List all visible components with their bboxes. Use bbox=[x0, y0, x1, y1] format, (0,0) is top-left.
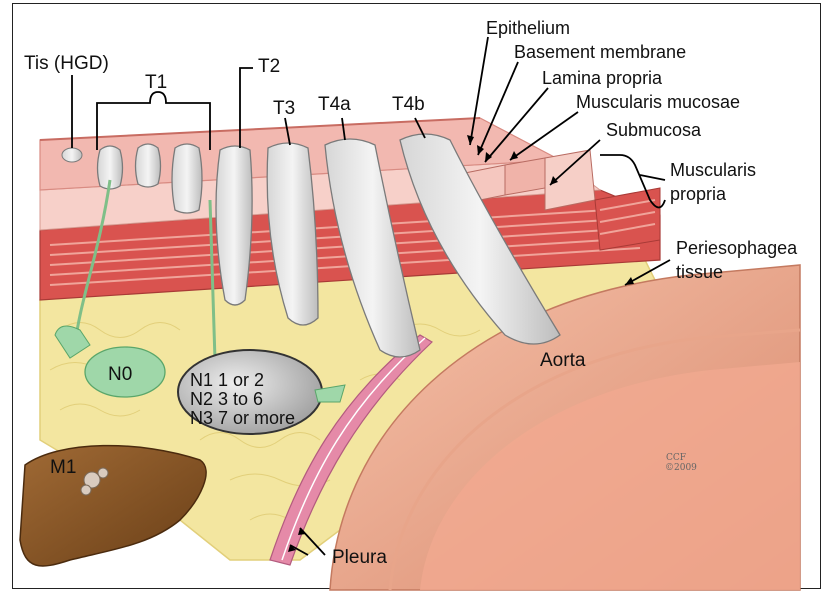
label-lamina-propria: Lamina propria bbox=[542, 68, 663, 88]
label-t4b: T4b bbox=[392, 94, 425, 115]
label-m1: M1 bbox=[50, 457, 76, 478]
label-muscularis-mucosae: Muscularis mucosae bbox=[576, 92, 740, 112]
tumor-t2 bbox=[216, 146, 252, 305]
label-n1: N1 1 or 2 bbox=[190, 370, 264, 390]
label-pleura: Pleura bbox=[332, 547, 387, 568]
label-periesophageal-line2: tissue bbox=[676, 262, 723, 282]
label-n3: N3 7 or more bbox=[190, 408, 295, 428]
label-aorta: Aorta bbox=[540, 350, 586, 371]
label-n0: N0 bbox=[108, 364, 132, 385]
label-t1: T1 bbox=[145, 72, 167, 93]
tumor-tis bbox=[62, 148, 82, 162]
credit-year: ©2009 bbox=[665, 463, 697, 473]
label-tis: Tis (HGD) bbox=[24, 53, 109, 74]
liver-m1 bbox=[20, 446, 206, 566]
label-t4a: T4a bbox=[318, 94, 351, 115]
label-muscularis-propria-line2: propria bbox=[670, 184, 727, 204]
label-basement-membrane: Basement membrane bbox=[514, 42, 686, 62]
label-t3: T3 bbox=[273, 98, 295, 119]
label-epithelium: Epithelium bbox=[486, 18, 570, 38]
credit-ccf: CCF bbox=[666, 453, 686, 463]
label-n2: N2 3 to 6 bbox=[190, 389, 263, 409]
label-t2: T2 bbox=[258, 56, 280, 77]
label-muscularis-propria-line1: Muscularis bbox=[670, 160, 756, 180]
label-submucosa: Submucosa bbox=[606, 120, 702, 140]
label-periesophageal-line1: Periesophagea bbox=[676, 238, 798, 258]
